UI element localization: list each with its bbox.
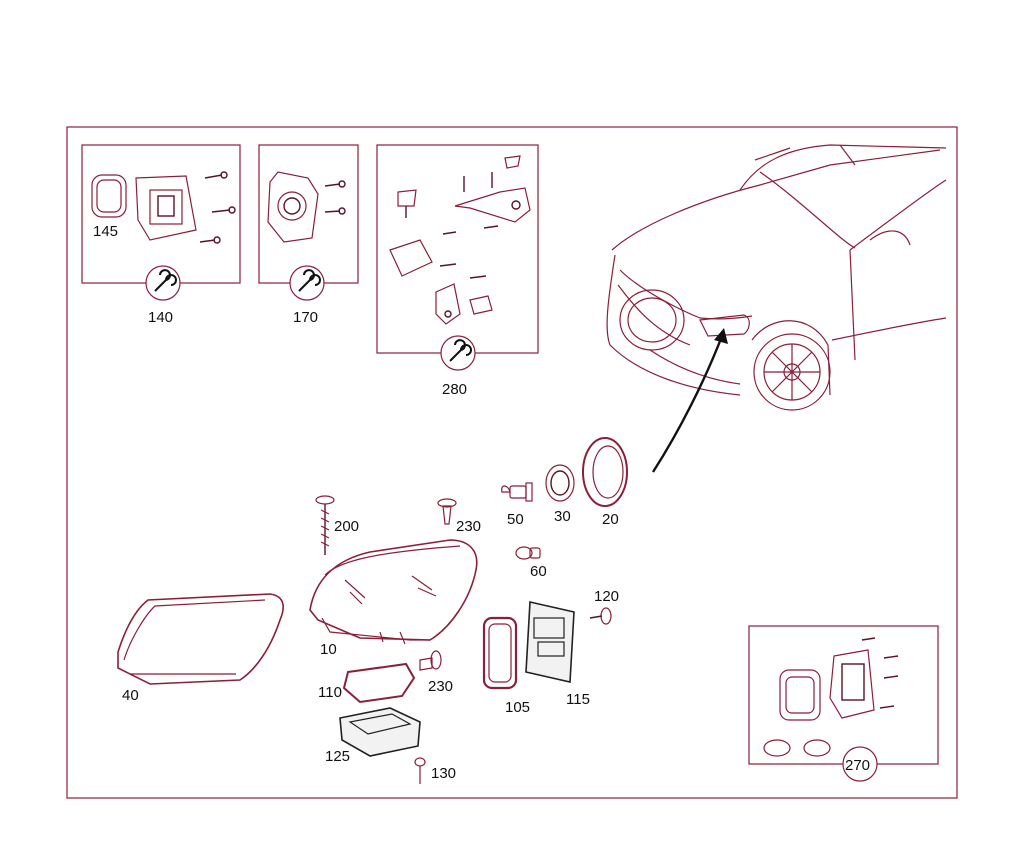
callout-40: 40 bbox=[122, 687, 139, 704]
gasket-105 bbox=[482, 616, 518, 690]
kit-box-140: 145 140 bbox=[81, 144, 241, 326]
screw-230-bottom bbox=[419, 650, 442, 671]
screw-230-top bbox=[437, 498, 457, 525]
kit-box-270: 270 bbox=[748, 625, 939, 782]
callout-120: 120 bbox=[594, 588, 619, 605]
callout-50: 50 bbox=[507, 511, 524, 528]
gasket-frame bbox=[779, 669, 821, 721]
callout-280: 280 bbox=[442, 381, 467, 398]
gasket-145 bbox=[91, 174, 127, 218]
callout-20: 20 bbox=[602, 511, 619, 528]
cap-30 bbox=[545, 464, 575, 502]
bulb-60 bbox=[515, 546, 541, 560]
callout-30: 30 bbox=[554, 508, 571, 525]
headlamp-10 bbox=[309, 539, 478, 645]
screw-130 bbox=[414, 757, 426, 784]
callout-60: 60 bbox=[530, 563, 547, 580]
wrench-icon bbox=[440, 335, 476, 371]
callout-10: 10 bbox=[320, 641, 337, 658]
callout-230-bottom: 230 bbox=[428, 678, 453, 695]
cover-20 bbox=[582, 437, 628, 507]
adapter-frame bbox=[829, 649, 875, 719]
adapter-plate bbox=[135, 175, 197, 241]
callout-140: 140 bbox=[148, 309, 173, 326]
callout-125: 125 bbox=[325, 748, 350, 765]
kit-box-170: 170 bbox=[258, 144, 359, 326]
wrench-icon bbox=[145, 265, 181, 301]
bracket bbox=[454, 187, 531, 223]
lens-40 bbox=[117, 593, 284, 685]
callout-110: 110 bbox=[318, 684, 342, 701]
callout-170: 170 bbox=[293, 309, 318, 326]
screw-200 bbox=[315, 495, 335, 555]
callout-145: 145 bbox=[93, 223, 118, 240]
leader-arrow bbox=[651, 328, 728, 473]
callout-115: 115 bbox=[566, 691, 590, 708]
screw-120 bbox=[589, 607, 612, 625]
callout-badge-270 bbox=[842, 746, 878, 782]
seal-110 bbox=[342, 662, 416, 704]
bulb-50 bbox=[501, 482, 533, 502]
clip-block bbox=[389, 239, 433, 277]
mount-bracket bbox=[435, 283, 461, 325]
ballast-125 bbox=[339, 707, 421, 757]
car-illustration bbox=[606, 144, 947, 411]
callout-200: 200 bbox=[334, 518, 359, 535]
callout-230-top: 230 bbox=[456, 518, 481, 535]
lamp-module bbox=[267, 171, 319, 243]
callout-130: 130 bbox=[431, 765, 456, 782]
wrench-icon bbox=[289, 265, 325, 301]
diagram-frame bbox=[66, 126, 958, 799]
kit-box-280: 280 bbox=[376, 144, 539, 398]
callout-105: 105 bbox=[505, 699, 530, 716]
callout-270: 270 bbox=[845, 757, 870, 774]
control-unit-115 bbox=[525, 601, 575, 683]
